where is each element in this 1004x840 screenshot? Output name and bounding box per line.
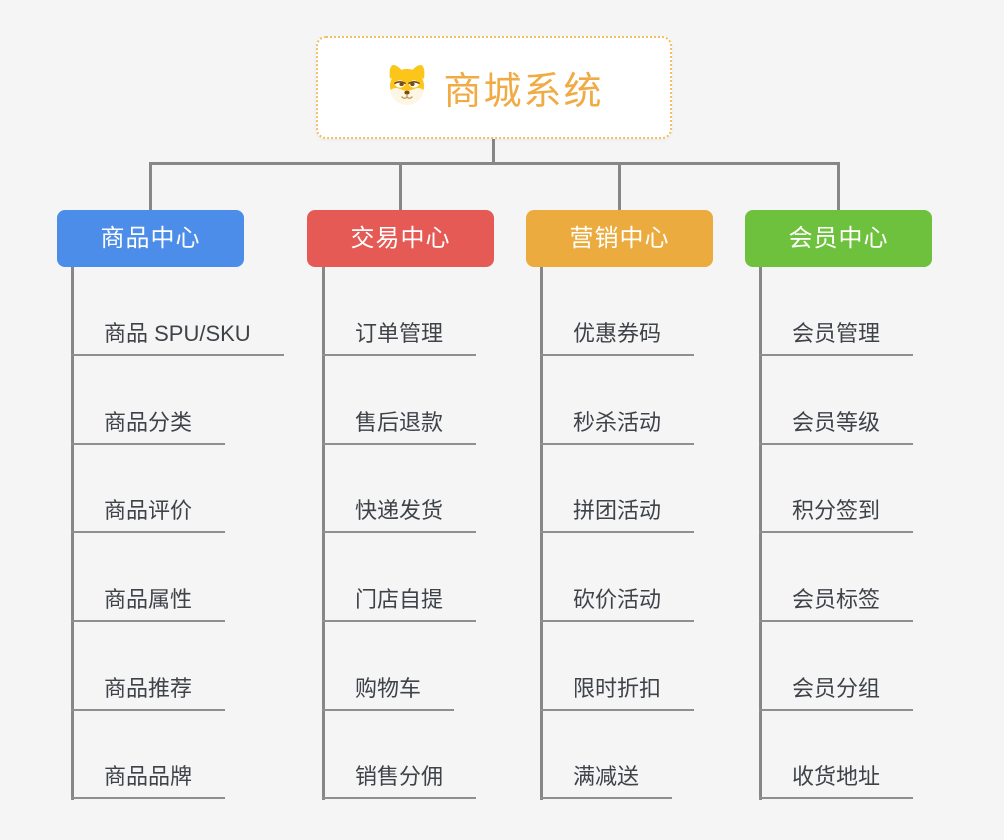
leaf-node[interactable]: 商品品牌 [71,763,226,799]
dog-face-icon [384,63,430,112]
leaf-node[interactable]: 门店自提 [322,586,477,622]
branch-drop-connector [837,162,840,211]
trunk-connector [322,267,325,800]
root-stem-connector [492,139,495,165]
leaf-node[interactable]: 会员等级 [759,409,914,445]
leaf-node[interactable]: 会员管理 [759,320,914,356]
branch-bus-connector [150,162,839,165]
leaf-node[interactable]: 满减送 [540,763,673,799]
leaf-node[interactable]: 会员分组 [759,675,914,711]
leaf-node[interactable]: 订单管理 [322,320,477,356]
leaf-node[interactable]: 商品 SPU/SKU [71,320,284,356]
trunk-connector [759,267,762,800]
branch-node-goods-center[interactable]: 商品中心 [57,210,244,267]
leaf-node[interactable]: 秒杀活动 [540,409,695,445]
leaf-node[interactable]: 拼团活动 [540,497,695,533]
leaf-node[interactable]: 销售分佣 [322,763,477,799]
leaf-node[interactable]: 会员标签 [759,586,914,622]
leaf-node[interactable]: 砍价活动 [540,586,695,622]
branch-drop-connector [149,162,152,211]
leaf-node[interactable]: 限时折扣 [540,675,695,711]
branch-node-marketing-center[interactable]: 营销中心 [526,210,713,267]
leaf-node[interactable]: 商品分类 [71,409,226,445]
leaf-node[interactable]: 商品推荐 [71,675,226,711]
trunk-connector [540,267,543,800]
root-title: 商城系统 [443,71,604,113]
leaf-node[interactable]: 商品属性 [71,586,226,622]
root-node[interactable]: 商城系统 [316,36,672,139]
leaf-node[interactable]: 收货地址 [759,763,914,799]
leaf-node[interactable]: 商品评价 [71,497,226,533]
branch-node-trade-center[interactable]: 交易中心 [307,210,494,267]
branch-node-member-center[interactable]: 会员中心 [745,210,932,267]
leaf-node[interactable]: 积分签到 [759,497,914,533]
trunk-connector [71,267,74,800]
leaf-node[interactable]: 快递发货 [322,497,477,533]
leaf-node[interactable]: 售后退款 [322,409,477,445]
leaf-node[interactable]: 购物车 [322,675,455,711]
branch-drop-connector [618,162,621,211]
branch-drop-connector [399,162,402,211]
leaf-node[interactable]: 优惠券码 [540,320,695,356]
